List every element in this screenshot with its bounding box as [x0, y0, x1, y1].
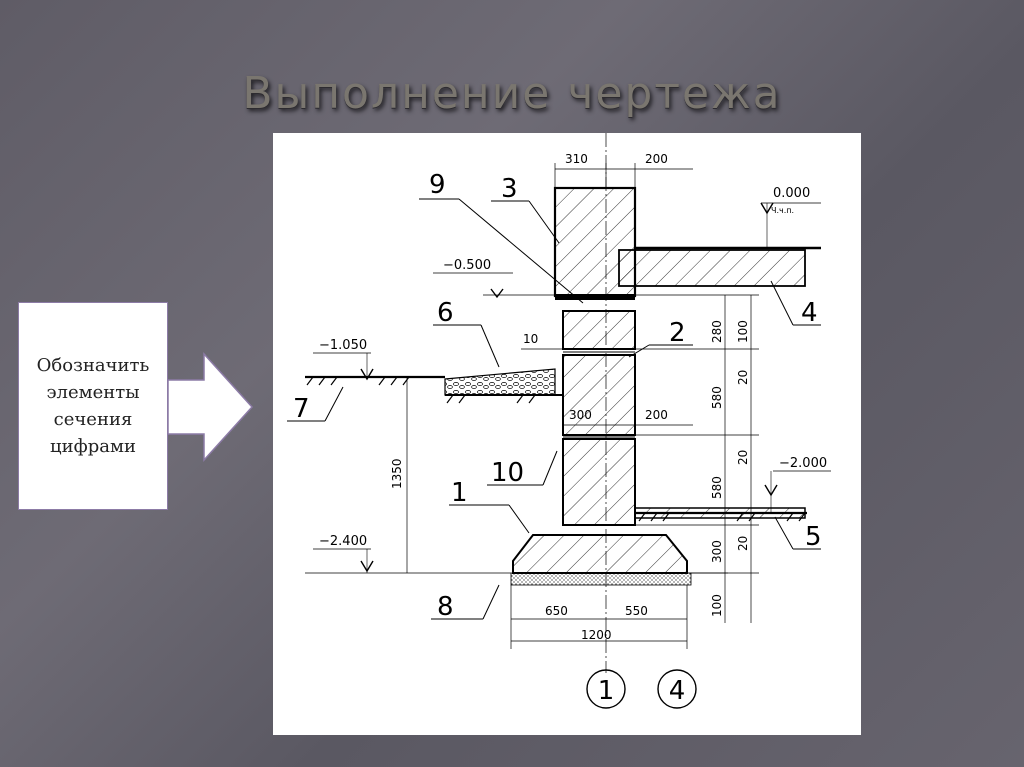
- svg-text:300: 300: [710, 540, 724, 563]
- svg-text:200: 200: [645, 408, 668, 422]
- drawing-panel: 0.000 Ч.ч.п. −0.500 −1.050 −2.000 −2.400: [273, 133, 861, 735]
- level-marker-0000: 0.000 Ч.ч.п.: [760, 186, 821, 248]
- floor-slab: [618, 249, 806, 287]
- callout-box: Обозначить элементы сечения цифрами: [18, 302, 168, 510]
- svg-text:1: 1: [598, 676, 615, 706]
- svg-text:20: 20: [736, 370, 750, 385]
- svg-text:4: 4: [669, 676, 686, 706]
- right-arrow-icon: [167, 352, 254, 462]
- axis-marker-1: [586, 669, 626, 709]
- callout-number-5: 5: [805, 522, 822, 552]
- svg-text:200: 200: [645, 152, 668, 166]
- blind-area: [444, 368, 556, 396]
- callout-number-2: 2: [669, 318, 686, 348]
- level-marker-0500: −0.500: [433, 258, 555, 299]
- callout-number-9: 9: [429, 170, 446, 200]
- callout-number-7: 7: [293, 394, 310, 424]
- footing-pad: [512, 534, 688, 574]
- svg-text:280: 280: [710, 320, 724, 343]
- callout-text: Обозначить элементы сечения цифрами: [36, 355, 150, 457]
- svg-text:580: 580: [710, 476, 724, 499]
- sand-bedding: [510, 572, 692, 586]
- callout-number-1: 1: [451, 478, 468, 508]
- svg-text:550: 550: [625, 604, 648, 618]
- svg-text:20: 20: [736, 450, 750, 465]
- foundation-section-drawing: 0.000 Ч.ч.п. −0.500 −1.050 −2.000 −2.400: [287, 133, 831, 709]
- svg-text:1350: 1350: [390, 458, 404, 489]
- leader-lines: [287, 198, 821, 620]
- svg-text:100: 100: [710, 594, 724, 617]
- level-marker-2000: −2.000: [764, 456, 831, 513]
- bottom-dimensions: [510, 585, 688, 649]
- svg-text:310: 310: [565, 152, 588, 166]
- callout-number-8: 8: [437, 592, 454, 622]
- svg-text:−2.400: −2.400: [319, 534, 367, 549]
- right-dimensions: [635, 294, 759, 623]
- svg-text:−0.500: −0.500: [443, 258, 491, 273]
- top-dimensions: [554, 163, 693, 188]
- svg-text:580: 580: [710, 386, 724, 409]
- callout-numbers: 1 2 3 4 5 6 7 8 9 10: [293, 170, 822, 622]
- callout-number-4: 4: [801, 298, 818, 328]
- ground-hatch: [306, 376, 806, 522]
- svg-text:−1.050: −1.050: [319, 338, 367, 353]
- svg-text:Ч.ч.п.: Ч.ч.п.: [771, 206, 794, 215]
- level-marker-1050: −1.050: [313, 338, 374, 381]
- slide-title: Выполнение чертежа: [242, 68, 782, 119]
- callout-number-3: 3: [501, 174, 518, 204]
- svg-text:10: 10: [523, 332, 538, 346]
- svg-text:1200: 1200: [581, 628, 612, 642]
- svg-text:−2.000: −2.000: [779, 456, 827, 471]
- foundation-block: [562, 438, 636, 526]
- svg-text:300: 300: [569, 408, 592, 422]
- svg-text:650: 650: [545, 604, 568, 618]
- svg-text:100: 100: [736, 320, 750, 343]
- callout-number-10: 10: [491, 458, 524, 488]
- svg-text:0.000: 0.000: [773, 186, 810, 201]
- svg-text:20: 20: [736, 536, 750, 551]
- axis-marker-4: [657, 669, 697, 709]
- level-marker-2400: −2.400: [313, 534, 374, 573]
- callout-number-6: 6: [437, 298, 454, 328]
- waterproofing: [555, 294, 635, 300]
